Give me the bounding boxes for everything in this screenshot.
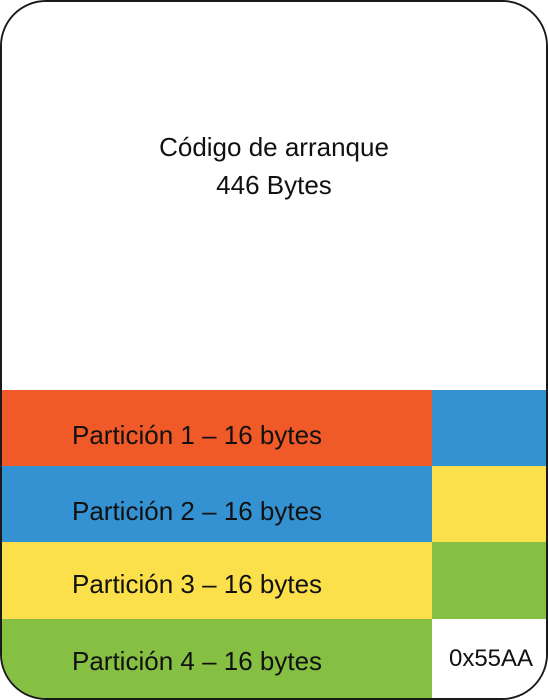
partition-row-3: Partición 3 – 16 bytes	[2, 542, 432, 619]
partition-row-4: Partición 4 – 16 bytes	[2, 619, 432, 698]
side-block-1	[432, 390, 546, 466]
partition-label-2: Partición 2 – 16 bytes	[72, 496, 323, 526]
partition-label-3: Partición 3 – 16 bytes	[72, 569, 323, 599]
boot-code-label: Código de arranque	[159, 132, 389, 162]
partition-label-1: Partición 1 – 16 bytes	[72, 420, 323, 450]
partition-row-2: Partición 2 – 16 bytes	[2, 466, 432, 542]
side-block-2	[432, 466, 546, 542]
boot-code-size: 446 Bytes	[216, 170, 332, 200]
side-block-3	[432, 542, 546, 619]
signature-block: 0x55AA	[432, 619, 546, 698]
partition-row-1: Partición 1 – 16 bytes	[2, 390, 432, 466]
boot-signature: 0x55AA	[448, 645, 534, 672]
boot-code-block: Código de arranque 446 Bytes	[2, 2, 546, 390]
partition-label-4: Partición 4 – 16 bytes	[72, 646, 323, 676]
